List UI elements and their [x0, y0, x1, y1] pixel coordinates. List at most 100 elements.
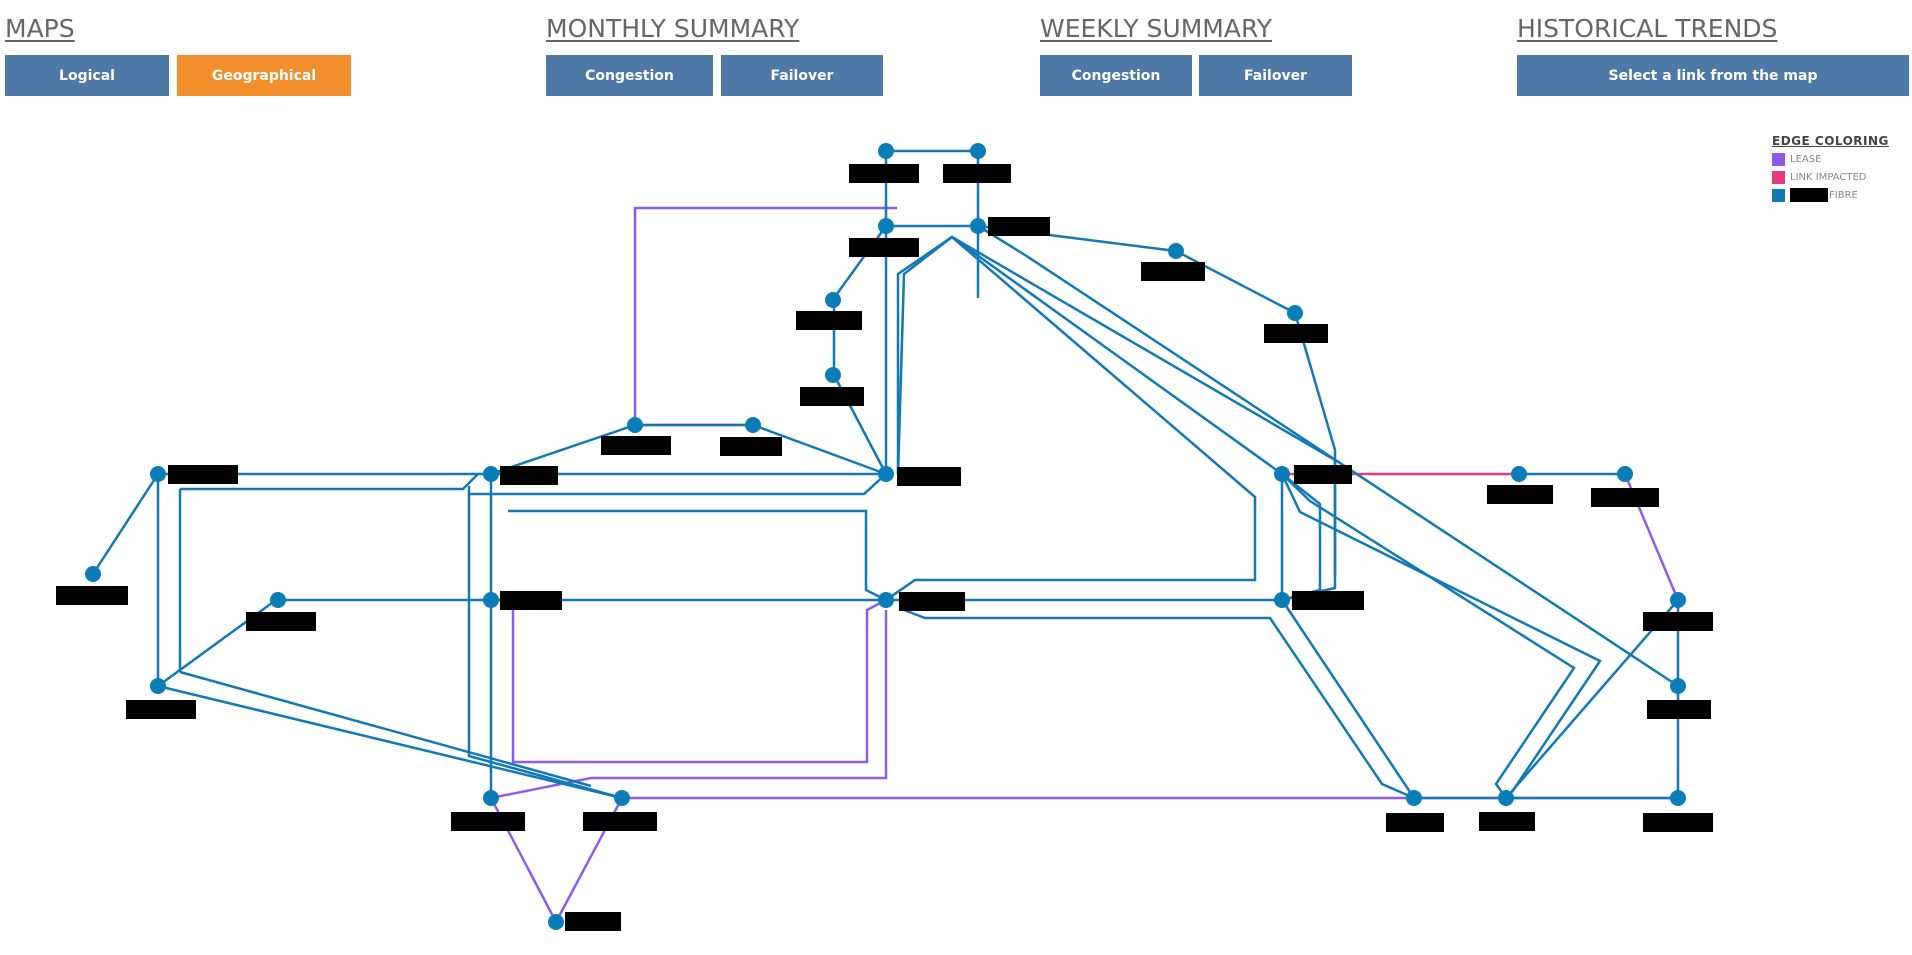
network-node[interactable]	[1498, 790, 1514, 806]
logical-button[interactable]: Logical	[5, 55, 169, 96]
legend-title: EDGE COLORING	[1772, 134, 1889, 148]
network-node[interactable]	[970, 218, 986, 234]
redacted-node-label	[168, 465, 238, 484]
network-node[interactable]	[878, 143, 894, 159]
redacted-node-label	[1487, 485, 1553, 504]
redacted-node-label	[796, 311, 862, 330]
network-node[interactable]	[1287, 305, 1303, 321]
redacted-node-label	[897, 467, 961, 486]
fibre-link[interactable]	[179, 670, 592, 788]
network-node[interactable]	[85, 566, 101, 582]
network-node[interactable]	[1274, 466, 1290, 482]
redacted-node-label	[849, 238, 919, 257]
lease-link[interactable]	[490, 610, 888, 800]
redacted-node-label	[500, 466, 558, 485]
redacted-node-label	[1294, 465, 1352, 484]
network-node[interactable]	[878, 218, 894, 234]
network-node[interactable]	[548, 914, 564, 930]
network-node[interactable]	[878, 592, 894, 608]
fibre-link[interactable]	[490, 423, 887, 476]
weekly-summary-title: WEEKLY SUMMARY	[1040, 14, 1272, 43]
fibre-link[interactable]	[896, 235, 1283, 476]
redacted-node-label	[800, 387, 864, 406]
network-node[interactable]	[970, 143, 986, 159]
fibre-link[interactable]	[469, 473, 887, 496]
monthly-congestion-button[interactable]: Congestion	[546, 55, 713, 96]
redacted-node-label	[451, 812, 525, 831]
fibre-link[interactable]	[885, 235, 1257, 602]
redacted-node-label	[1647, 700, 1711, 719]
network-node[interactable]	[270, 592, 286, 608]
redacted-node-label	[1591, 488, 1659, 507]
network-node[interactable]	[1168, 243, 1184, 259]
redacted-node-label	[1141, 262, 1205, 281]
fibre-link[interactable]	[467, 486, 623, 800]
maps-title: MAPS	[5, 14, 75, 43]
redacted-node-label	[1264, 324, 1328, 343]
network-node[interactable]	[1406, 790, 1422, 806]
weekly-congestion-button[interactable]: Congestion	[1040, 55, 1192, 96]
network-node[interactable]	[483, 466, 499, 482]
fibre-link[interactable]	[156, 474, 886, 689]
redacted-node-label	[565, 912, 621, 931]
fibre-link[interactable]	[157, 684, 623, 800]
redacted-node-label	[943, 164, 1011, 183]
network-node[interactable]	[825, 367, 841, 383]
select-link-button[interactable]: Select a link from the map	[1517, 55, 1909, 96]
network-node[interactable]	[1617, 466, 1633, 482]
lease-swatch	[1772, 152, 1785, 166]
redacted-node-label	[246, 612, 316, 631]
redacted-node-label	[1643, 612, 1713, 631]
link-impacted-swatch	[1772, 170, 1785, 184]
redacted-node-label	[1479, 812, 1535, 831]
redacted-node-label	[849, 164, 919, 183]
fibre-link[interactable]	[91, 473, 160, 575]
network-node[interactable]	[1274, 592, 1290, 608]
fibre-link[interactable]	[903, 608, 1415, 800]
network-node[interactable]	[614, 790, 630, 806]
redacted-node-label	[583, 812, 657, 831]
geographical-button[interactable]: Geographical	[177, 55, 351, 96]
redacted-label-prefix	[1790, 188, 1828, 202]
redacted-node-label	[1386, 813, 1444, 832]
fibre-link[interactable]	[1280, 473, 1602, 793]
lease-link[interactable]	[511, 598, 887, 764]
fibre-link[interactable]	[1280, 599, 1506, 800]
fibre-link[interactable]	[1505, 599, 1679, 799]
redacted-node-label	[56, 586, 128, 605]
network-node[interactable]	[150, 466, 166, 482]
fibre-link[interactable]	[508, 509, 887, 602]
redacted-node-label	[720, 437, 782, 456]
fibre-link[interactable]	[886, 224, 1337, 602]
redacted-node-label	[899, 592, 965, 611]
redacted-node-label	[1292, 591, 1364, 610]
redacted-node-label	[500, 591, 562, 610]
network-node[interactable]	[878, 466, 894, 482]
network-node[interactable]	[150, 678, 166, 694]
edge-coloring-legend: EDGE COLORING LEASE LINK IMPACTED FIBRE	[1772, 134, 1889, 202]
redacted-node-label	[988, 217, 1050, 236]
fibre-swatch	[1772, 188, 1785, 202]
monthly-failover-button[interactable]: Failover	[721, 55, 883, 96]
network-node[interactable]	[825, 292, 841, 308]
network-node[interactable]	[1670, 678, 1686, 694]
legend-item-lease: LEASE	[1772, 152, 1889, 166]
legend-label-lease: LEASE	[1790, 153, 1822, 165]
network-node[interactable]	[483, 592, 499, 608]
weekly-failover-button[interactable]: Failover	[1199, 55, 1352, 96]
fibre-link[interactable]	[1281, 473, 1576, 799]
legend-label-link-impacted: LINK IMPACTED	[1790, 171, 1867, 183]
fibre-link[interactable]	[832, 225, 888, 475]
legend-item-fibre: FIBRE	[1772, 188, 1889, 202]
network-node[interactable]	[1670, 592, 1686, 608]
network-node[interactable]	[1511, 466, 1527, 482]
legend-item-link-impacted: LINK IMPACTED	[1772, 170, 1889, 184]
redacted-node-label	[601, 436, 671, 455]
network-node[interactable]	[483, 790, 499, 806]
network-node[interactable]	[745, 417, 761, 433]
fibre-link[interactable]	[180, 473, 479, 491]
network-node[interactable]	[627, 417, 643, 433]
redacted-node-label	[126, 700, 196, 719]
network-node[interactable]	[1670, 790, 1686, 806]
